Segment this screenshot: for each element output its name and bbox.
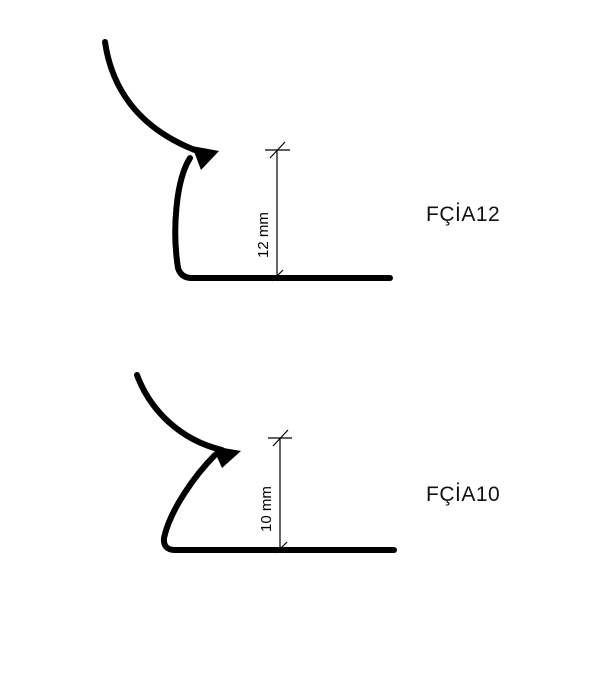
dimension-12-label: 12 mm (255, 212, 272, 258)
profile-10-top-arc (134, 372, 225, 453)
dimension-10: 10 mm (258, 429, 292, 554)
profile-code-fcia10: FÇİA10 (426, 483, 501, 506)
profile-10-stem (160, 452, 218, 553)
dimension-10-label: 10 mm (258, 486, 275, 532)
dimension-12: 12 mm (255, 141, 290, 282)
profile-fcia12-drawing (102, 39, 393, 281)
profile-12-hook-tip (192, 146, 219, 170)
profile-10-hook-tip (212, 446, 241, 468)
profile-12-top-arc (102, 39, 203, 155)
profile-12-stem (172, 155, 195, 281)
profile-fcia10-drawing (134, 372, 397, 553)
profile-code-fcia12: FÇİA12 (426, 203, 501, 226)
